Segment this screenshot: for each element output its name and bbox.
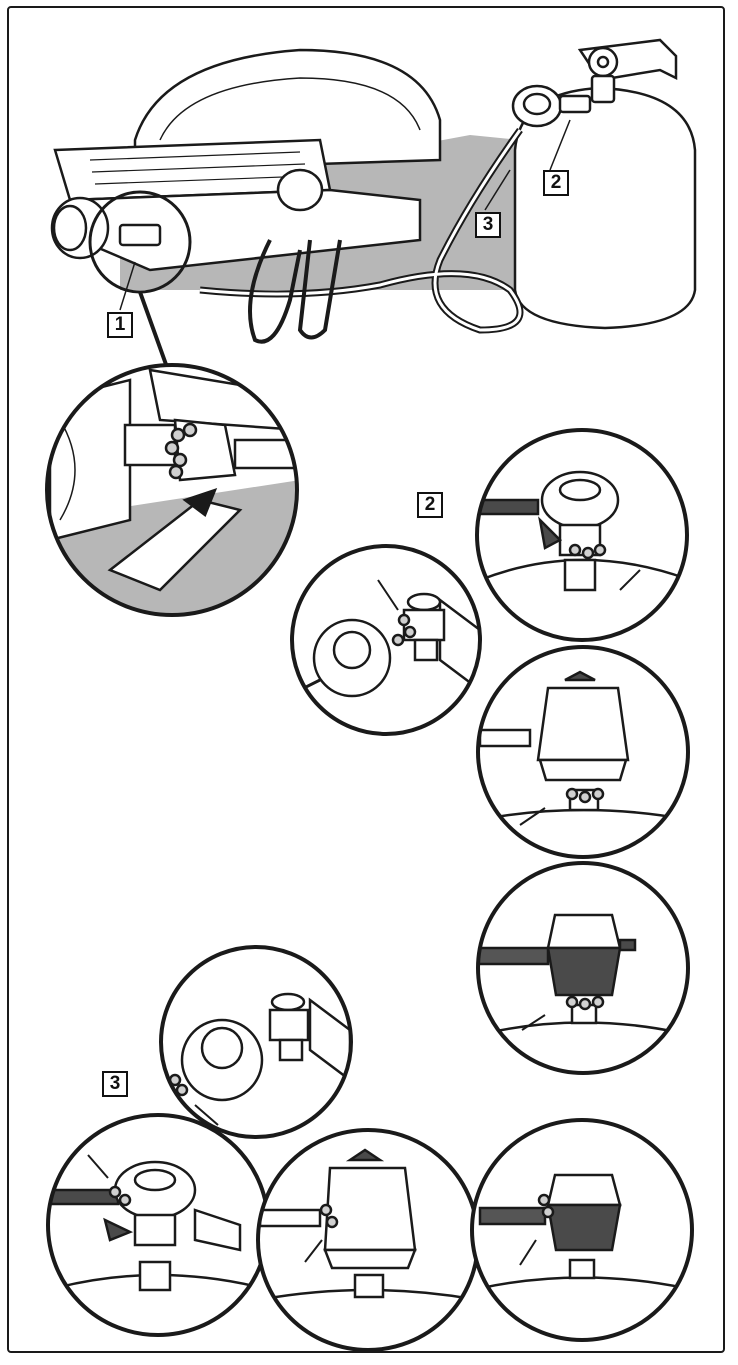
callout-regulator-connection: 2	[543, 170, 569, 196]
zoom-connector	[140, 292, 168, 370]
grill-side-handle	[278, 170, 322, 210]
detail-regulator-1	[470, 430, 690, 650]
detail-regulator-4	[478, 863, 690, 1075]
detail-hose-2	[48, 1115, 270, 1340]
callout-hose-regulator-connection: 3	[475, 212, 501, 238]
detail-regulator-3	[478, 647, 690, 860]
detail-regulator-2	[292, 546, 482, 736]
callout-hose-connection: 1	[107, 312, 133, 338]
detail-hose-3	[258, 1130, 480, 1352]
cylinder-valve-body	[592, 76, 614, 102]
detail-hose-connection	[40, 360, 310, 620]
section-label-hose: 3	[102, 1071, 128, 1097]
detail-hose-4	[472, 1120, 694, 1342]
detail-hose-1	[160, 946, 352, 1138]
section-label-regulator: 2	[417, 492, 443, 518]
overview-illustration	[52, 40, 695, 370]
